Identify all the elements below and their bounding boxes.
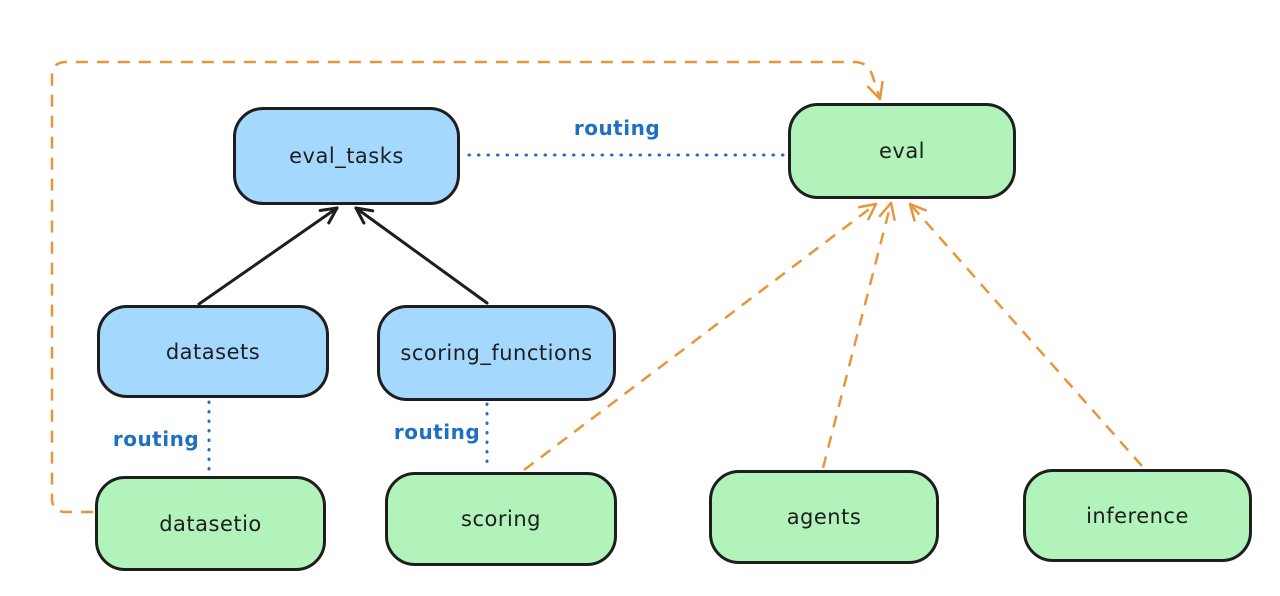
node-eval[interactable]: eval <box>788 103 1016 199</box>
node-scoring[interactable]: scoring <box>385 472 617 566</box>
arrowhead-agents-to-eval <box>889 201 896 221</box>
arrowhead-inference-to-eval <box>908 202 927 212</box>
arrowhead-scoring-to-eval <box>858 202 878 209</box>
arrowhead-datasetio-to-eval <box>878 80 884 101</box>
edge-label-routing-datasets-datasetio: routing <box>112 427 200 451</box>
arrowhead-agents-to-eval <box>878 201 893 218</box>
edge-label-routing-eval_tasks-eval: routing <box>573 116 661 140</box>
node-scoring_functions[interactable]: scoring_functions <box>377 305 616 401</box>
arrowhead-scoring_functions-to-eval_tasks <box>354 206 366 225</box>
arrowhead-inference-to-eval <box>908 202 916 222</box>
node-label-eval_tasks: eval_tasks <box>289 144 404 168</box>
node-label-scoring: scoring <box>461 507 541 531</box>
node-eval_tasks[interactable]: eval_tasks <box>233 107 460 205</box>
node-label-datasetio: datasetio <box>159 511 262 536</box>
node-label-inference: inference <box>1086 503 1189 528</box>
arrowhead-datasets-to-eval_tasks <box>318 206 339 213</box>
node-label-scoring_functions: scoring_functions <box>400 341 593 365</box>
arrowhead-scoring_functions-to-eval_tasks <box>354 206 375 213</box>
node-inference[interactable]: inference <box>1023 469 1252 562</box>
edge-agents-to-eval <box>821 201 896 469</box>
node-label-eval: eval <box>878 139 926 163</box>
node-datasetio[interactable]: datasetio <box>95 476 326 571</box>
edge-inference-to-eval <box>908 202 1143 467</box>
arrowhead-datasets-to-eval_tasks <box>327 206 339 225</box>
edge-label-routing-scoring_fns-scoring: routing <box>393 420 481 444</box>
edge-datasets-to-eval_tasks <box>197 206 339 306</box>
node-label-datasets: datasets <box>165 339 261 364</box>
edge-scoring_functions-to-eval_tasks <box>354 206 489 305</box>
node-datasets[interactable]: datasets <box>97 305 329 398</box>
arrowhead-datasetio-to-eval <box>866 85 882 101</box>
node-agents[interactable]: agents <box>709 470 939 564</box>
arrowhead-scoring-to-eval <box>867 202 878 221</box>
node-label-agents: agents <box>786 505 862 529</box>
